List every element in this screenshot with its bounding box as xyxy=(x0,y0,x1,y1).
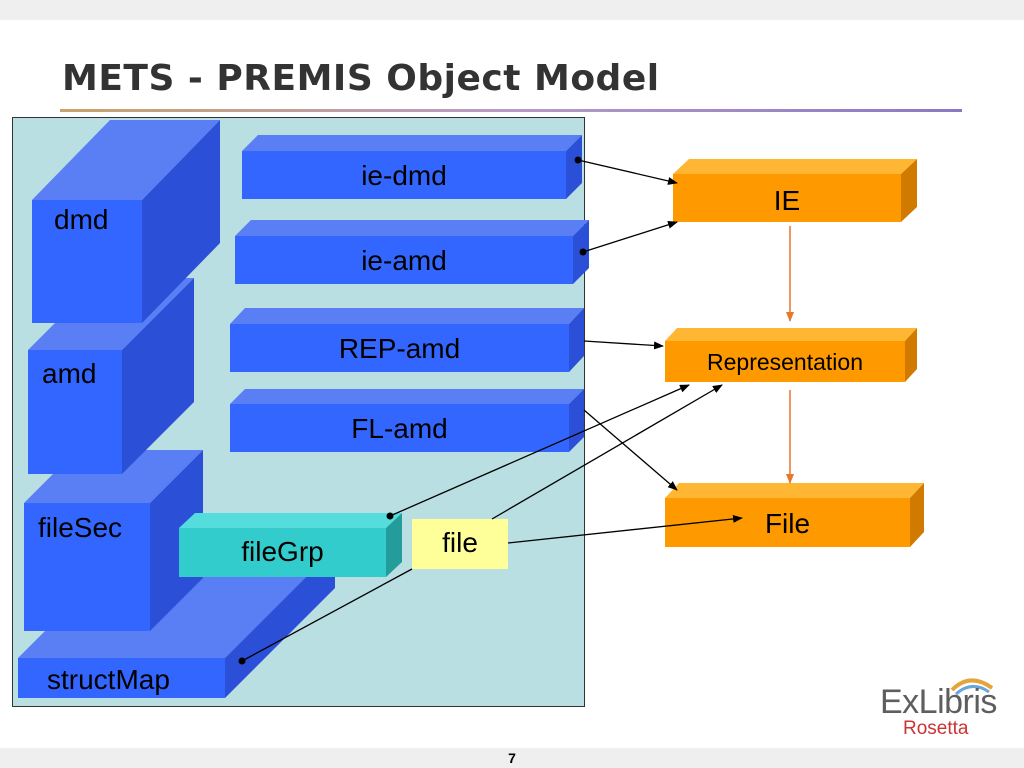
file-to-file-arrow xyxy=(507,514,743,544)
top-band xyxy=(0,0,1024,20)
logo-swoosh-inner xyxy=(955,685,990,696)
logo-swoosh xyxy=(950,678,994,692)
ie-entity xyxy=(673,159,917,222)
ie-dmd-label: ie-dmd xyxy=(361,160,447,191)
exlibris-logo: ExLibris xyxy=(880,683,997,721)
file-label: file xyxy=(442,527,478,558)
bottom-band xyxy=(0,748,1024,768)
ie-amd-bar xyxy=(235,220,589,284)
connector-dot xyxy=(579,248,587,256)
slide-title: METS - PREMIS Object Model xyxy=(62,58,660,99)
filegrp-to-rep-arrow xyxy=(389,384,690,517)
fl-amd-label: FL-amd xyxy=(351,413,448,444)
connector-dot xyxy=(238,657,246,665)
rep-amd-label: REP-amd xyxy=(338,333,461,364)
file-entity-label: File xyxy=(764,508,811,539)
title-underline xyxy=(60,109,962,112)
ie-dmd-bar xyxy=(242,135,582,199)
representation-entity-label: Representation xyxy=(707,349,863,375)
representation-entity xyxy=(665,328,917,382)
fl-amd-bar xyxy=(230,389,584,452)
rep-amd-bar xyxy=(230,308,584,372)
connector-dot xyxy=(574,156,582,164)
fl-amd-to-file-arrow xyxy=(583,409,678,491)
file-box xyxy=(412,519,508,569)
structmap-to-file-line xyxy=(241,568,413,662)
filesec-label: fileSec xyxy=(38,512,123,543)
ie-dmd-to-ie-arrow xyxy=(577,159,678,185)
structmap-label: structMap xyxy=(47,664,170,695)
rep-amd-to-rep-arrow xyxy=(583,340,664,350)
file-to-rep-arrow xyxy=(491,384,723,520)
dmd-label: dmd xyxy=(54,204,109,235)
rosetta-logo: Rosetta xyxy=(903,718,969,739)
dmd-block xyxy=(32,120,220,323)
connector-dot xyxy=(386,512,394,520)
amd-label: amd xyxy=(42,358,97,389)
ie-amd-label: ie-amd xyxy=(361,245,447,276)
ie-amd-to-ie-arrow xyxy=(582,220,678,253)
filegrp-block xyxy=(179,513,402,577)
page-number: 7 xyxy=(508,750,516,766)
ie-entity-label: IE xyxy=(773,185,801,216)
filegrp-label: fileGrp xyxy=(241,536,324,567)
